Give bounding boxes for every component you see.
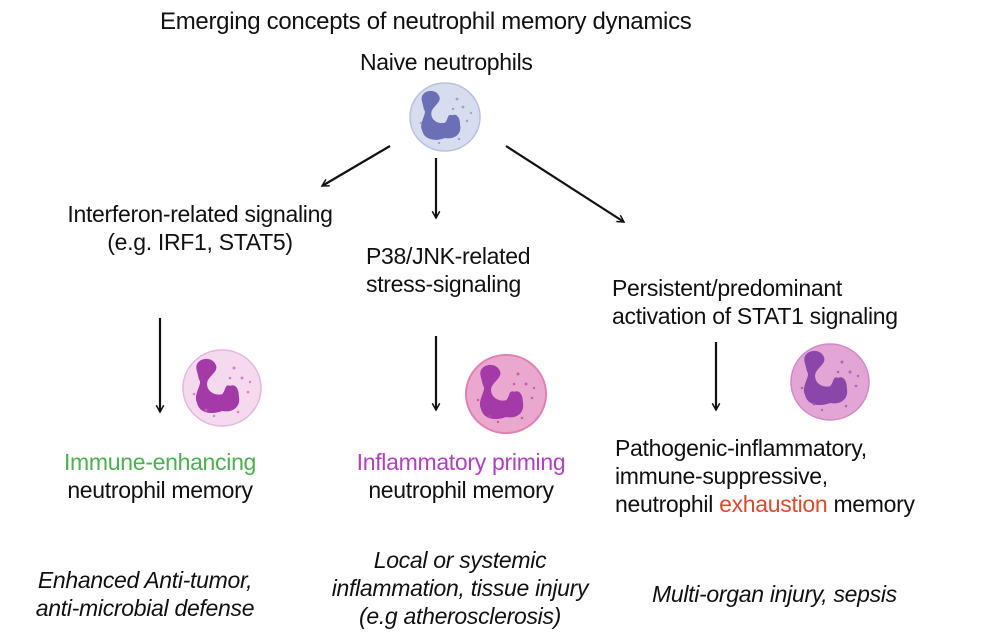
arrow-to-stat1	[505, 145, 624, 223]
p38-signaling-label: P38/JNK-related stress-signaling	[366, 242, 531, 298]
interferon-signaling-line2: (e.g. IRF1, STAT5)	[107, 229, 293, 255]
exhaustion-memory-line2: immune-suppressive,	[615, 463, 828, 489]
outcome-1-line1: Enhanced Anti-tumor,	[37, 567, 253, 593]
stat1-signaling-label: Persistent/predominant activation of STA…	[612, 274, 898, 330]
p38-signaling-line1: P38/JNK-related	[366, 243, 531, 269]
immune-enhancing-highlight: Immune-enhancing	[63, 449, 257, 475]
stat1-signaling-line1: Persistent/predominant	[612, 275, 842, 301]
exhaustion-highlight: exhaustion	[719, 491, 828, 517]
inflammatory-priming-neutrophil-icon	[465, 354, 547, 434]
outcome-inflammatory-priming: Local or systemic inflammation, tissue i…	[300, 546, 620, 630]
inflammatory-priming-memory-label: Inflammatory priming neutrophil memory	[326, 448, 596, 504]
outcome-2-line1: Local or systemic	[373, 547, 547, 573]
diagram-title: Emerging concepts of neutrophil memory d…	[160, 8, 692, 35]
exhaustion-memory-label: Pathogenic-inflammatory, immune-suppress…	[615, 434, 915, 518]
exhaustion-prefix: neutrophil	[615, 491, 720, 517]
interferon-signaling-label: Interferon-related signaling (e.g. IRF1,…	[30, 200, 370, 256]
immune-enhancing-memory-label: Immune-enhancing neutrophil memory	[20, 448, 300, 504]
p38-signaling-line2: stress-signaling	[366, 271, 521, 297]
outcome-2-line3: (e.g atherosclerosis)	[358, 603, 562, 629]
outcome-1-line2: anti-microbial defense	[35, 595, 255, 621]
outcome-immune-enhancing: Enhanced Anti-tumor, anti-microbial defe…	[0, 566, 290, 622]
stat1-signaling-line2: activation of STAT1 signaling	[612, 303, 898, 329]
outcome-2-line2: inflammation, tissue injury	[331, 575, 589, 601]
outcome-3-line1: Multi-organ injury, sepsis	[652, 581, 897, 607]
exhaustion-neutrophil-icon	[790, 343, 870, 421]
immune-enhancing-rest: neutrophil memory	[67, 477, 253, 503]
interferon-signaling-line1: Interferon-related signaling	[67, 201, 333, 227]
exhaustion-memory-line1: Pathogenic-inflammatory,	[615, 435, 867, 461]
outcome-exhaustion: Multi-organ injury, sepsis	[652, 580, 897, 608]
naive-neutrophil-icon	[409, 82, 481, 152]
inflammatory-priming-highlight: Inflammatory priming	[356, 449, 566, 475]
inflammatory-priming-rest: neutrophil memory	[368, 477, 554, 503]
immune-enhancing-neutrophil-icon	[182, 349, 262, 427]
exhaustion-suffix: memory	[827, 491, 915, 517]
arrow-to-interferon	[322, 145, 391, 187]
naive-neutrophils-label: Naive neutrophils	[360, 49, 533, 75]
exhaustion-memory-line3: neutrophil exhaustion memory	[615, 490, 915, 518]
